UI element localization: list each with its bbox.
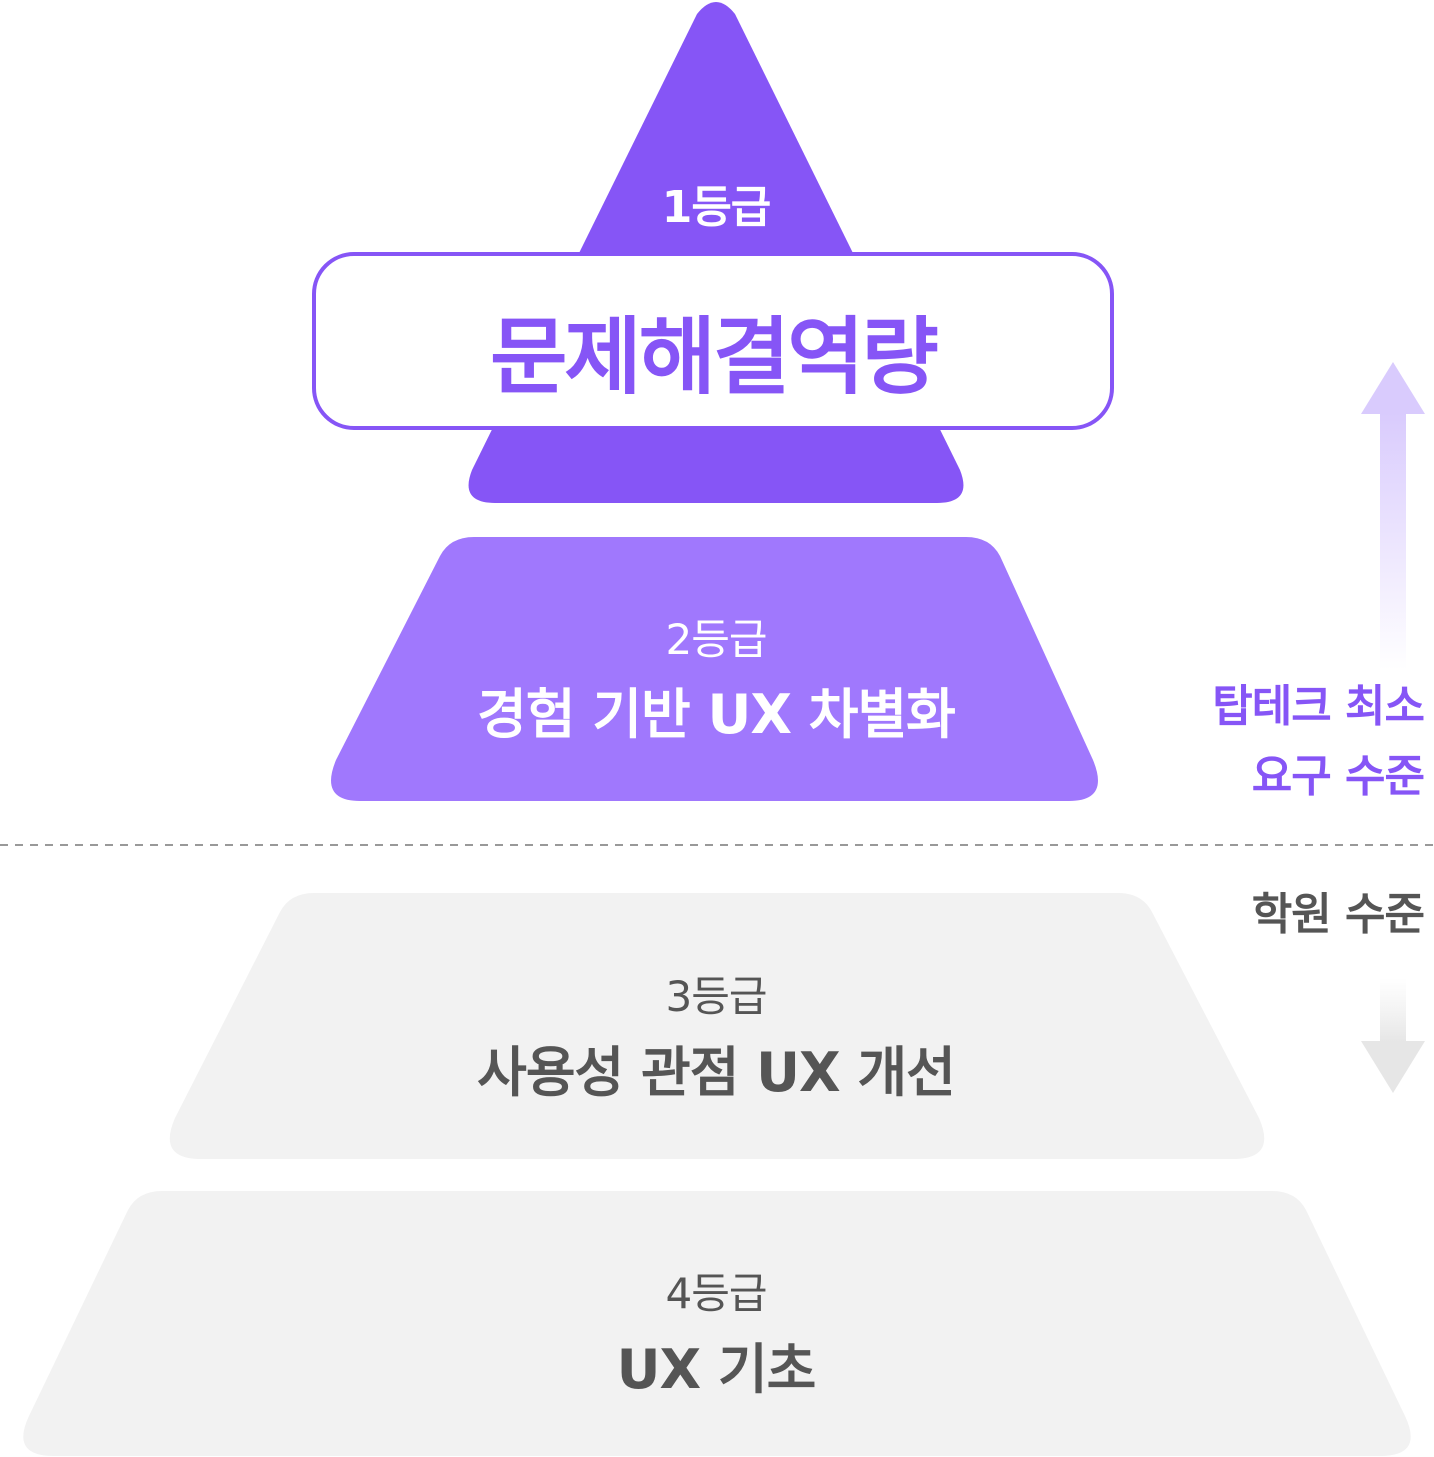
tier-1-title-box — [312, 252, 1114, 430]
tier-1-grade: 1등급 — [661, 182, 772, 233]
academy-level-label: 학원 수준 — [1251, 889, 1425, 940]
tier-4-title: UX 기초 — [616, 1338, 817, 1401]
tier-4-grade: 4등급 — [665, 1269, 767, 1318]
top-tech-level-line-1: 탑테크 최소 — [1212, 681, 1425, 732]
tier-3-title: 사용성 관점 UX 개선 — [477, 1041, 956, 1104]
tier-2-grade: 2등급 — [665, 615, 767, 664]
arrow-up-icon — [1361, 362, 1425, 670]
tier-1-title: 문제해결역량 — [490, 308, 939, 406]
tier-2-shape — [331, 537, 1098, 801]
tier-3-shape — [169, 893, 1265, 1159]
tier-2-title: 경험 기반 UX 차별화 — [477, 683, 956, 746]
tier-3-grade: 3등급 — [665, 972, 767, 1021]
top-tech-level-label: 탑테크 최소 요구 수준 — [1212, 672, 1425, 812]
top-tech-level-line-2: 요구 수준 — [1251, 751, 1425, 802]
arrow-down-icon — [1361, 978, 1425, 1093]
tier-4-shape — [23, 1191, 1411, 1456]
